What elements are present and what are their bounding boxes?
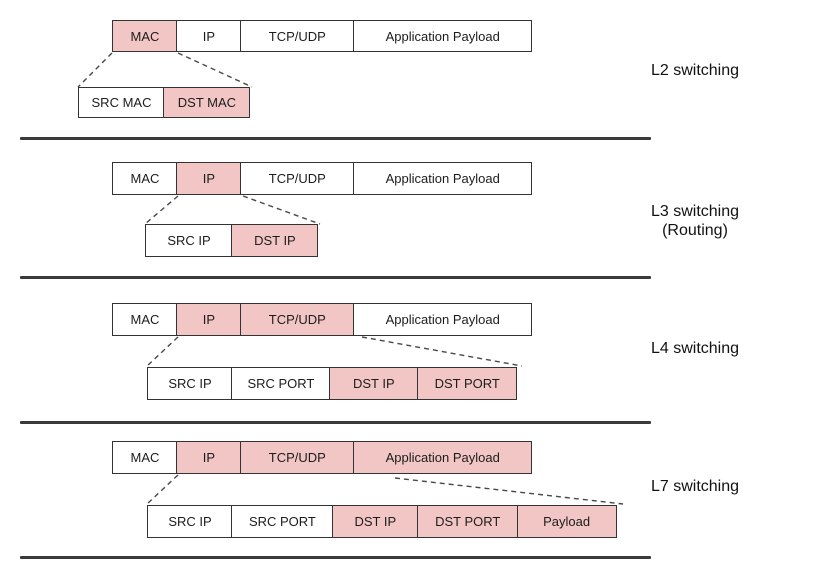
l2-field-dst-mac: DST MAC bbox=[163, 87, 251, 118]
dash-l7-right bbox=[394, 477, 624, 505]
l3-field-ip: IP bbox=[176, 162, 242, 195]
l3-routing-sublabel: (Routing) bbox=[662, 222, 728, 239]
l3-field-payload: Application Payload bbox=[353, 162, 533, 195]
l2-field-payload: Application Payload bbox=[353, 20, 533, 52]
l4-field-payload: Application Payload bbox=[353, 303, 533, 336]
l3-switching-label-text: L3 switching bbox=[650, 203, 740, 220]
l4-expansion-row: SRC IP SRC PORT DST IP DST PORT bbox=[147, 367, 518, 400]
l3-field-tcpudp: TCP/UDP bbox=[239, 162, 355, 195]
l4-field-tcpudp: TCP/UDP bbox=[239, 303, 355, 336]
section-divider-2 bbox=[20, 276, 651, 279]
l7-field-dst-ip: DST IP bbox=[331, 505, 419, 538]
l7-switching-label-text: L7 switching bbox=[650, 478, 740, 495]
l7-field-ip: IP bbox=[176, 441, 242, 474]
dash-l4-right bbox=[361, 336, 523, 367]
l7-field-dst-port: DST PORT bbox=[417, 505, 519, 538]
l2-switching-label: L2 switching bbox=[610, 61, 780, 80]
l4-field-ip: IP bbox=[176, 303, 242, 336]
l4-packet-row: MAC IP TCP/UDP Application Payload bbox=[112, 303, 533, 336]
dash-l3-left bbox=[144, 195, 179, 225]
dash-l2-right bbox=[177, 52, 253, 88]
dash-l3-right bbox=[242, 195, 321, 225]
l2-field-src-mac: SRC MAC bbox=[78, 87, 165, 118]
l3-field-src-ip: SRC IP bbox=[145, 224, 233, 257]
l7-switching-label: L7 switching bbox=[610, 477, 780, 496]
l3-packet-row: MAC IP TCP/UDP Application Payload bbox=[112, 162, 533, 195]
l3-switching-label: L3 switching (Routing) bbox=[610, 202, 780, 240]
dash-l4-left bbox=[146, 336, 179, 367]
section-divider-1 bbox=[20, 137, 651, 140]
l2-packet-row: MAC IP TCP/UDP Application Payload bbox=[112, 20, 533, 52]
l7-field-tcpudp: TCP/UDP bbox=[239, 441, 355, 474]
l2-field-tcpudp: TCP/UDP bbox=[239, 20, 355, 52]
dash-l2-left bbox=[77, 52, 113, 88]
l2-field-ip: IP bbox=[176, 20, 242, 52]
dash-l7-left bbox=[146, 474, 179, 505]
l7-packet-row: MAC IP TCP/UDP Application Payload bbox=[112, 441, 533, 474]
l4-field-src-ip: SRC IP bbox=[147, 367, 233, 400]
l4-field-mac: MAC bbox=[112, 303, 178, 336]
l2-switching-label-text: L2 switching bbox=[650, 62, 740, 79]
l4-switching-label: L4 switching bbox=[610, 339, 780, 358]
section-divider-4 bbox=[20, 556, 651, 559]
section-divider-3 bbox=[20, 421, 651, 424]
l7-field-mac: MAC bbox=[112, 441, 178, 474]
l2-expansion-row: SRC MAC DST MAC bbox=[78, 87, 251, 118]
l3-field-mac: MAC bbox=[112, 162, 178, 195]
l7-field-src-ip: SRC IP bbox=[147, 505, 233, 538]
l4-switching-label-text: L4 switching bbox=[650, 340, 740, 357]
l7-field-payload: Application Payload bbox=[353, 441, 533, 474]
l3-field-dst-ip: DST IP bbox=[231, 224, 319, 257]
l2-field-mac: MAC bbox=[112, 20, 178, 52]
l4-field-src-port: SRC PORT bbox=[231, 367, 331, 400]
l7-field-src-port: SRC PORT bbox=[231, 505, 334, 538]
l4-field-dst-port: DST PORT bbox=[417, 367, 518, 400]
l4-field-dst-ip: DST IP bbox=[328, 367, 419, 400]
l3-expansion-row: SRC IP DST IP bbox=[145, 224, 319, 257]
l7-expansion-row: SRC IP SRC PORT DST IP DST PORT Payload bbox=[147, 505, 617, 538]
l7-field-sub-payload: Payload bbox=[516, 505, 617, 538]
